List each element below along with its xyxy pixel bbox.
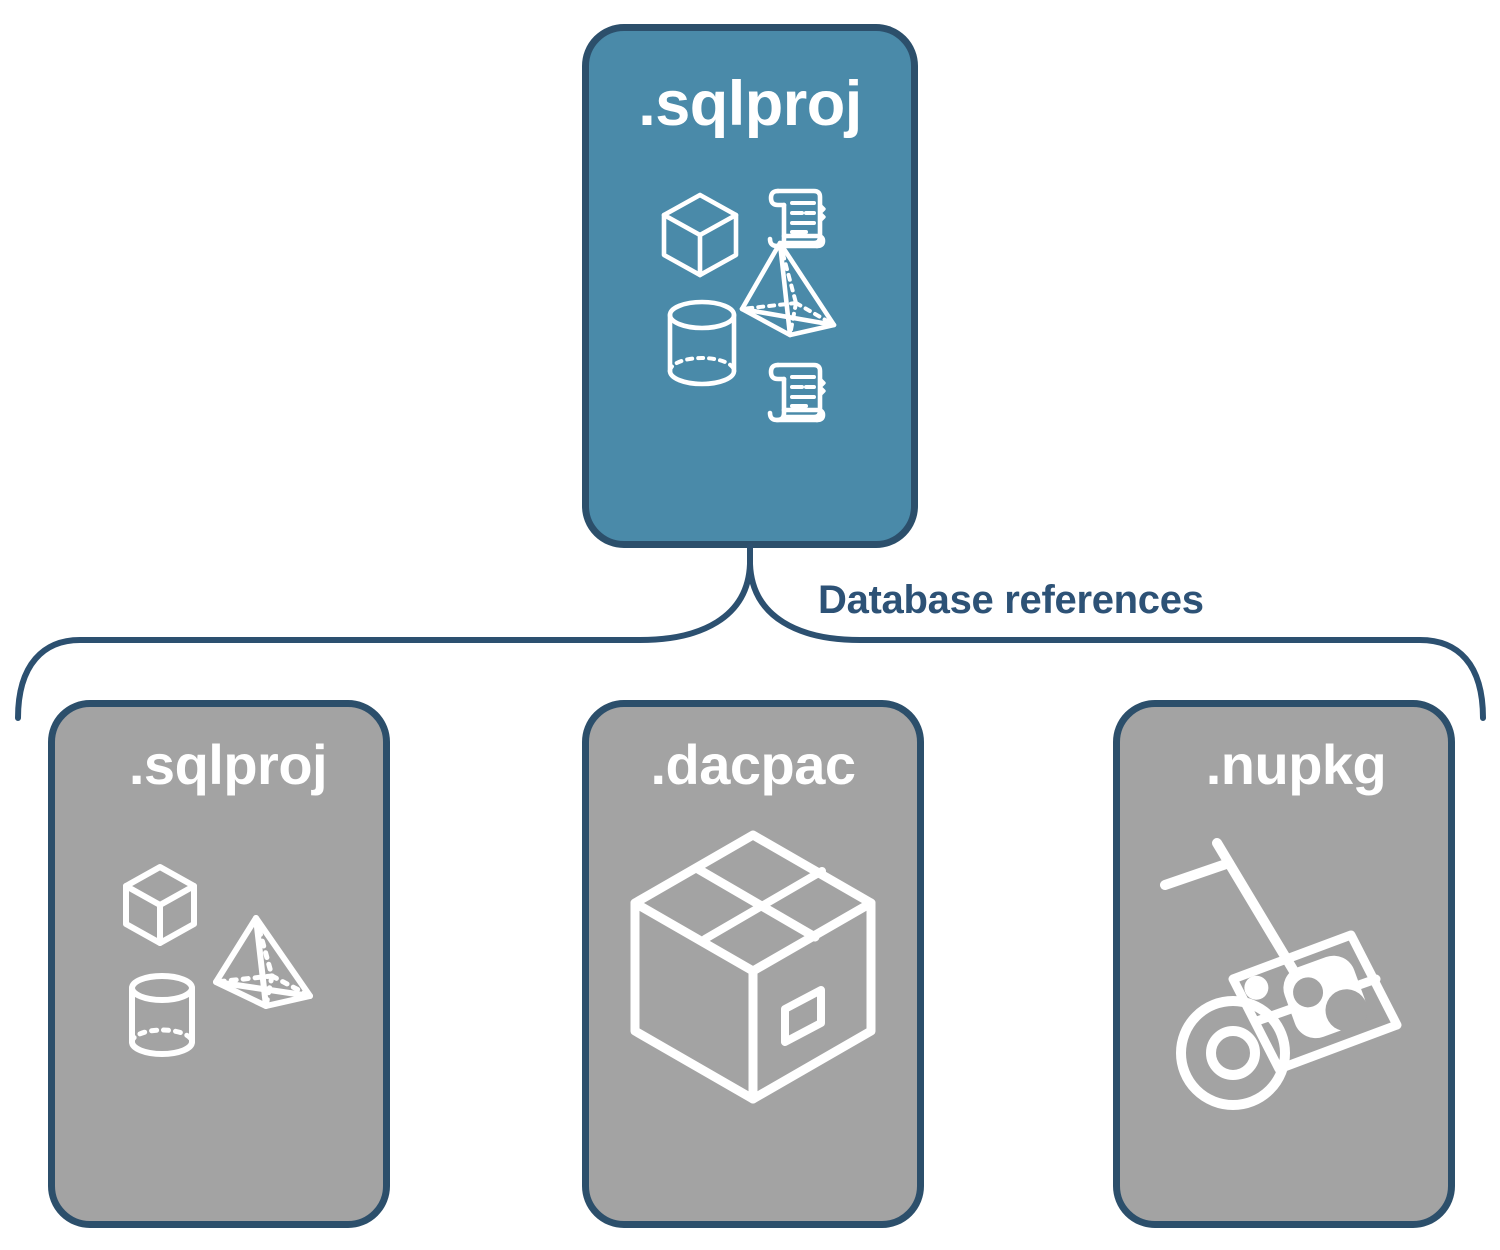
script-scroll-icon (767, 362, 826, 423)
root-card-title: .sqlproj (638, 69, 862, 139)
bracket-left-arm (15, 561, 753, 721)
leaf-card-title-sqlproj: .sqlproj (128, 733, 328, 796)
wireframe-shapes-icon (123, 864, 313, 1057)
wireframe-cube-icon (661, 192, 739, 278)
wireframe-pyramid-icon (213, 915, 313, 1009)
wireframe-cylinder-icon (129, 973, 195, 1057)
leaf-card-sqlproj[interactable]: .sqlproj (48, 700, 390, 1228)
bracket-label: Database references (818, 578, 1204, 622)
nuget-package-icon (1228, 930, 1402, 1074)
wireframe-pyramid-icon (739, 240, 837, 338)
leaf-card-nupkg[interactable]: .nupkg (1113, 700, 1455, 1228)
script-scroll-icon (767, 188, 826, 249)
wireframe-cylinder-icon (667, 299, 737, 387)
root-card-sqlproj[interactable]: .sqlproj (582, 24, 918, 548)
leaf-card-dacpac[interactable]: .dacpac (582, 700, 924, 1228)
cardboard-box-icon (630, 830, 876, 1104)
leaf-card-title-dacpac: .dacpac (650, 733, 856, 796)
root-card-icon-group (661, 188, 837, 423)
leaf-card-title-nupkg: .nupkg (1205, 733, 1387, 796)
hand-truck-package-icon (1160, 838, 1402, 1110)
nuget-logo-icon (1244, 955, 1368, 1039)
wireframe-cube-icon (123, 864, 197, 946)
